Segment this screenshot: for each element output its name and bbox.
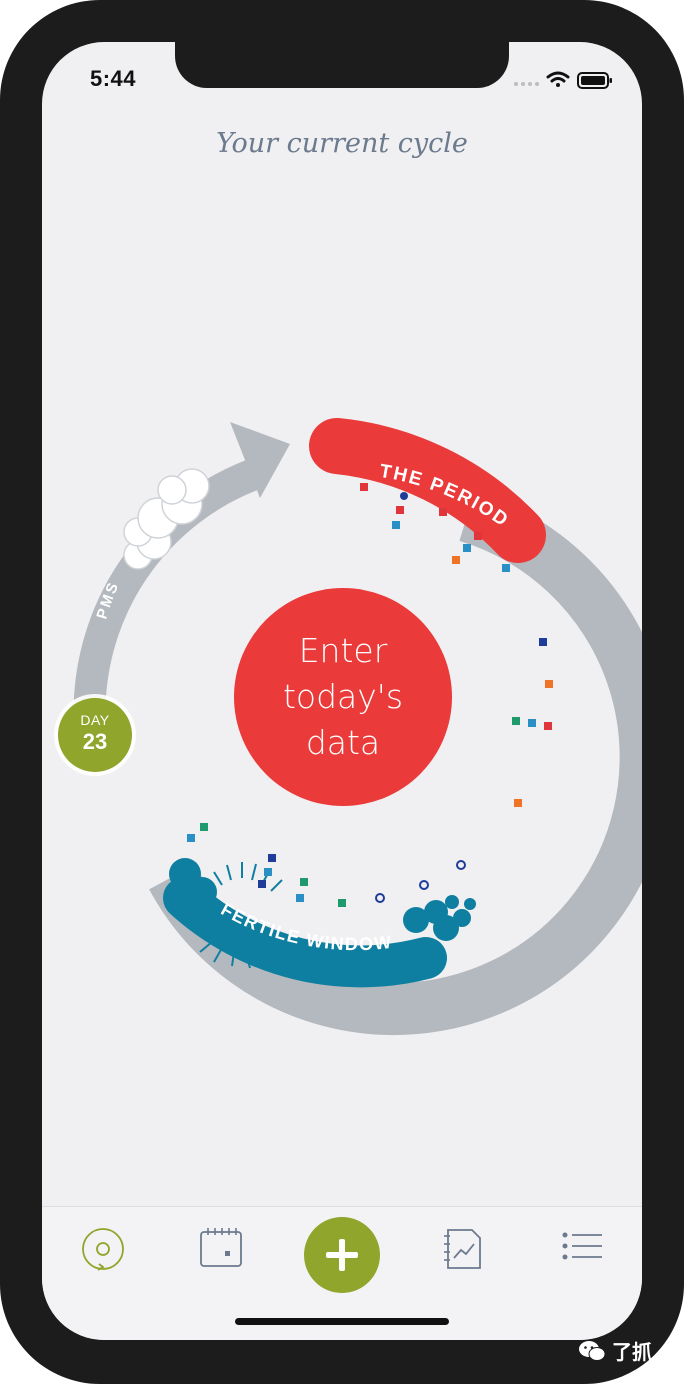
symptom-marker xyxy=(400,492,408,500)
watermark: 了抓 xyxy=(578,1336,652,1365)
symptom-marker xyxy=(539,638,547,646)
report-icon[interactable] xyxy=(438,1224,488,1274)
day-badge: DAY 23 xyxy=(58,698,132,772)
symptom-markers xyxy=(187,483,553,907)
symptom-marker xyxy=(258,880,266,888)
watermark-text: 了抓 xyxy=(612,1342,652,1364)
symptom-marker xyxy=(268,854,276,862)
wechat-icon xyxy=(579,1340,606,1361)
symptom-marker xyxy=(300,878,308,886)
device-notch xyxy=(175,42,509,88)
status-time: 5:44 xyxy=(90,66,137,91)
symptom-marker xyxy=(338,899,346,907)
fertile-window-band xyxy=(163,858,476,988)
page-title: Your current cycle xyxy=(216,128,468,159)
pms-arc xyxy=(73,456,266,729)
day-number: 23 xyxy=(82,729,108,754)
cycle-wheel: PMS THE PERIOD xyxy=(73,418,642,1036)
symptom-marker xyxy=(502,564,510,572)
symptom-marker xyxy=(296,894,304,902)
symptom-marker xyxy=(528,719,536,727)
symptom-marker xyxy=(452,556,460,564)
symptom-marker xyxy=(544,722,552,730)
arrow-head xyxy=(230,422,290,498)
symptom-marker xyxy=(396,506,404,514)
symptom-marker xyxy=(419,880,429,890)
symptom-marker xyxy=(514,799,522,807)
symptom-marker xyxy=(456,860,466,870)
home-indicator xyxy=(235,1318,449,1325)
list-icon[interactable] xyxy=(558,1224,608,1274)
cloud-icon xyxy=(123,468,210,570)
day-label: DAY xyxy=(80,712,110,728)
symptom-marker xyxy=(375,893,385,903)
signal-icon xyxy=(514,82,539,86)
battery-icon xyxy=(577,72,612,89)
symptom-marker xyxy=(187,834,195,842)
app-screen: 5:44 Your current cycle xyxy=(42,42,642,1340)
add-button[interactable] xyxy=(304,1217,380,1293)
cycle-ring xyxy=(149,491,642,1036)
symptom-marker xyxy=(512,717,520,725)
symptom-marker xyxy=(392,521,400,529)
calendar-icon[interactable] xyxy=(196,1224,246,1274)
symptom-marker xyxy=(439,508,447,516)
symptom-marker xyxy=(360,483,368,491)
symptom-marker xyxy=(474,532,482,540)
period-band xyxy=(309,418,546,563)
enter-data-button[interactable]: Enter today's data xyxy=(234,588,452,806)
cycle-icon[interactable] xyxy=(78,1224,128,1274)
wifi-icon xyxy=(546,71,570,87)
symptom-marker xyxy=(463,544,471,552)
symptom-marker xyxy=(200,823,208,831)
status-icons xyxy=(514,70,614,95)
symptom-marker xyxy=(545,680,553,688)
symptom-marker xyxy=(264,868,272,876)
